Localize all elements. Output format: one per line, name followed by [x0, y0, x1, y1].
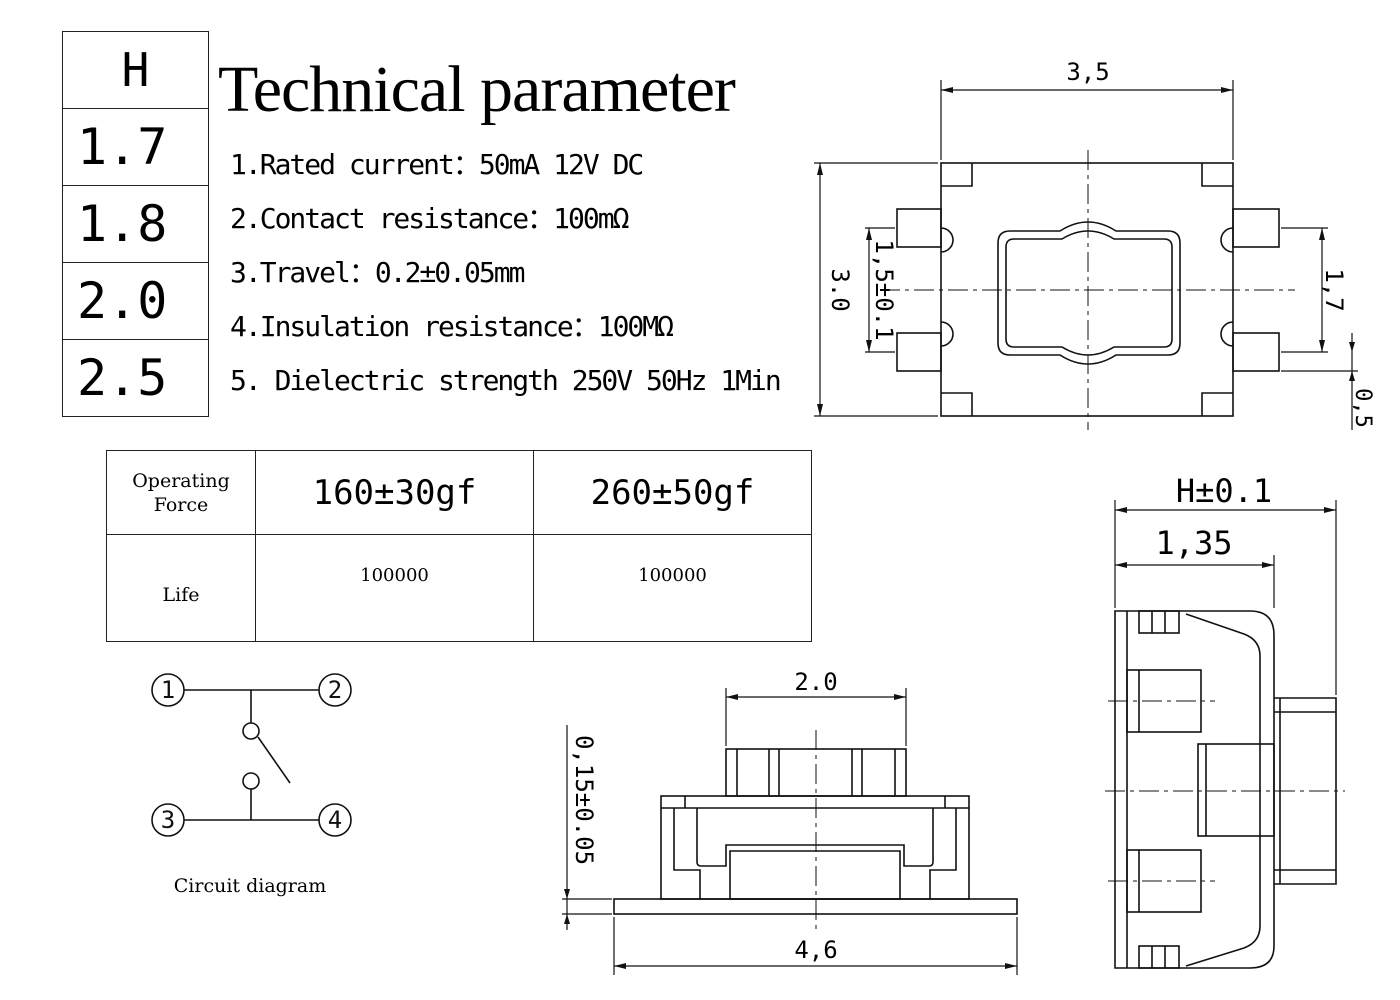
parameter-dielectric-strength: 5. Dielectric strength 250V 50Hz 1Min — [230, 364, 782, 397]
life-value-2: 100000 — [533, 534, 812, 642]
side-view-body — [1114, 610, 1275, 969]
parameter-travel: 3.Travel：0.2±0.05mm — [230, 256, 525, 289]
page-title: Technical parameter — [218, 53, 736, 126]
parameter-contact-resistance: 2.Contact resistance：100mΩ — [230, 202, 629, 235]
height-value-2: 1.8 — [62, 185, 209, 263]
height-table: H 1.7 1.8 2.0 2.5 — [62, 31, 209, 417]
parameter-rated-current: 1.Rated current：50mA 12V DC — [230, 148, 644, 181]
top-width-dimension: 3,5 — [1066, 58, 1109, 86]
terminal-4-label: 4 — [328, 806, 342, 834]
operating-force-label-line2: Force — [153, 493, 209, 516]
operating-force-label-line1: Operating — [132, 469, 230, 492]
circuit-diagram: 1 2 3 4 Circuit diagram — [151, 673, 352, 897]
life-label: Life — [106, 534, 256, 642]
actuator-width-dimension: 2.0 — [794, 668, 837, 696]
total-width-dimension: 4,6 — [794, 936, 837, 964]
parameter-list: 1.Rated current：50mA 12V DC 2.Contact re… — [230, 138, 782, 408]
force-value-1: 160±30gf — [255, 450, 534, 535]
switch-lever — [257, 736, 291, 784]
side-height-dimension: H±0.1 — [1176, 472, 1272, 510]
terminal-3-label: 3 — [161, 806, 175, 834]
height-value-1: 1.7 — [62, 108, 209, 186]
force-value-2: 260±50gf — [533, 450, 812, 535]
height-offset-dimension: 0,15±0.05 — [570, 735, 598, 865]
pin-spacing-dimension: 1,5±0.1 — [870, 239, 898, 340]
parameter-insulation-resistance: 4.Insulation resistance：100MΩ — [230, 310, 674, 343]
terminal-1-label: 1 — [161, 676, 175, 704]
pin-width-dimension: 0,5 — [1350, 388, 1375, 428]
terminal-2-label: 2 — [328, 676, 342, 704]
operating-force-label: Operating Force — [106, 450, 256, 535]
switch-contact-top — [242, 722, 260, 740]
height-value-4: 2.5 — [62, 339, 209, 417]
pin-pitch-dimension: 1,7 — [1320, 268, 1348, 311]
circuit-caption: Circuit diagram — [174, 875, 326, 897]
side-body-height-dimension: 1,35 — [1155, 524, 1232, 562]
top-height-dimension: 3.0 — [826, 268, 854, 311]
height-value-3: 2.0 — [62, 262, 209, 340]
life-value-1: 100000 — [255, 534, 534, 642]
force-life-table: Operating Force 160±30gf 260±50gf Life 1… — [106, 450, 812, 642]
